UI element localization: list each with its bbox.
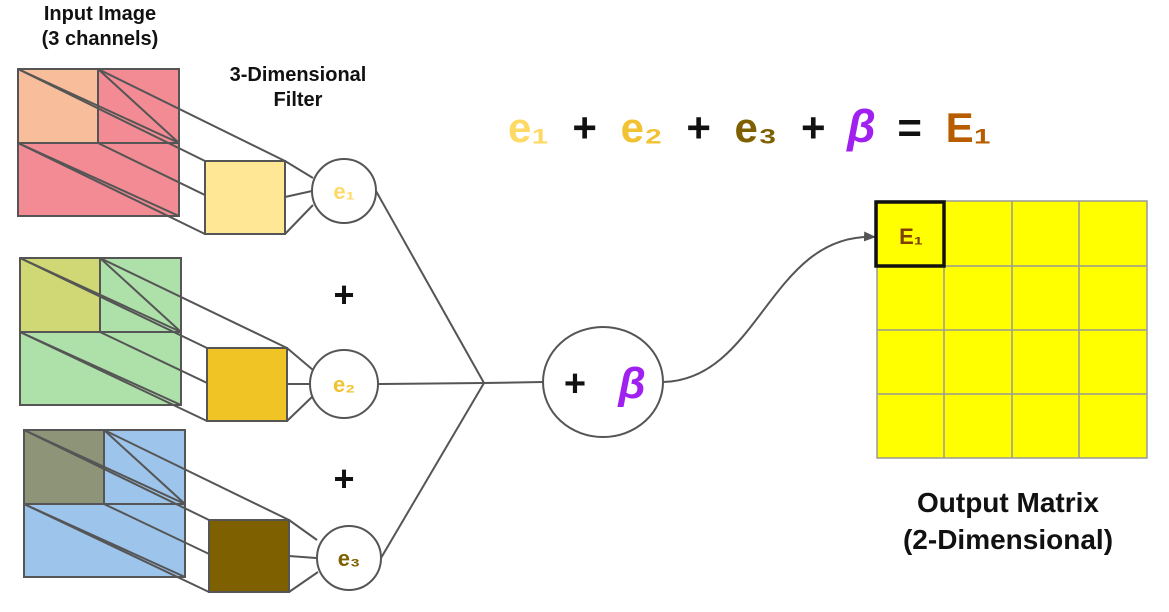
eq-plus-2: + [686,104,711,151]
input-image-label: Input Image (3 channels) [8,2,192,52]
output-cell-e1 [874,200,946,268]
equation: e₁ + e₂ + e₃ + β = E₁ [508,100,991,152]
filter-1-to-e1-lines [284,160,314,235]
eq-e1: e₁ [508,104,549,151]
green-channel-patch [19,257,101,333]
plus-sign-1: + [333,274,354,315]
filter-label: 3-Dimensional Filter [198,63,398,113]
input-image-title: Input Image [43,3,157,25]
input-channel-green [19,257,182,406]
filter-slice-1 [204,160,286,235]
input-channel-red [17,68,180,217]
output-matrix-label: Output Matrix (2-Dimensional) [858,485,1158,559]
e1-node-label: e₁ [333,179,354,204]
output-matrix-title: Output Matrix [917,487,1099,518]
output-cell-e1-label: E₁ [899,224,923,249]
input-image-subtitle: (3 channels) [41,28,159,50]
output-matrix: E₁ [874,200,1148,459]
eq-plus-3: + [801,104,826,151]
filter-slice-3 [208,519,290,593]
plus-sign-2: + [333,458,354,499]
eq-E1: E₁ [946,104,991,151]
output-matrix-subtitle: (2-Dimensional) [902,523,1114,555]
filter-3-to-e3-lines [288,519,319,593]
eq-e2: e₂ [621,104,663,151]
eq-plus-1: + [572,104,597,151]
filter-slice-2 [206,347,288,422]
blue-channel-patch [23,429,105,505]
red-channel-patch [17,68,99,144]
eq-beta: β [846,100,876,152]
filter-title: 3-Dimensional [229,64,367,86]
filter-2-to-e2-lines [286,347,314,422]
e3-node-label: e₃ [338,546,360,571]
eq-equals: = [897,104,922,151]
sum-connectors [375,190,544,559]
bias-beta: β [617,359,645,408]
output-arrow [662,231,876,383]
bias-plus: + [564,363,586,405]
filter-subtitle: Filter [273,89,323,111]
e2-node-label: e₂ [333,372,355,397]
eq-e3: e₃ [735,104,778,151]
